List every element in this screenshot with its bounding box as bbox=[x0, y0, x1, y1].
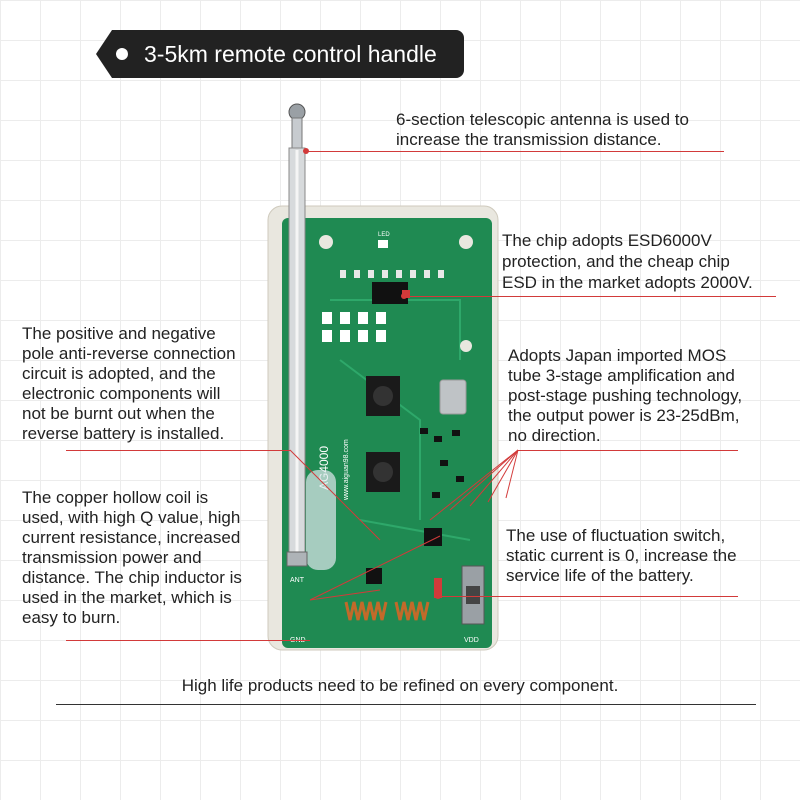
note-chip: The chip adopts ESD6000V protection, and… bbox=[502, 230, 753, 293]
note-line: increase the transmission distance. bbox=[396, 130, 662, 149]
note-line: Adopts Japan imported MOS bbox=[508, 346, 727, 365]
vdd-label: VDD bbox=[464, 637, 479, 644]
polarity-pointer-line bbox=[66, 450, 290, 451]
mos-pointer-line bbox=[518, 450, 738, 451]
title-badge: 3-5km remote control handle bbox=[96, 30, 464, 78]
bullet-dot-icon bbox=[116, 48, 128, 60]
chip-pointer-line bbox=[404, 296, 776, 297]
note-line: tube 3-stage amplification and bbox=[508, 366, 735, 385]
note-line: electronic components will bbox=[22, 384, 221, 403]
note-line: ESD in the market adopts 2000V. bbox=[502, 273, 753, 292]
note-line: no direction. bbox=[508, 426, 601, 445]
footer-text: High life products need to be refined on… bbox=[181, 676, 619, 695]
note-line: The positive and negative bbox=[22, 324, 216, 343]
note-line: not be burnt out when the bbox=[22, 404, 215, 423]
title-text: 3-5km remote control handle bbox=[144, 40, 437, 67]
note-switch: The use of fluctuation switch, static cu… bbox=[506, 526, 737, 586]
ant-label: ANT bbox=[290, 577, 305, 584]
note-antenna: 6-section telescopic antenna is used to … bbox=[396, 110, 689, 150]
board-url: www.aiguan98.com bbox=[343, 439, 350, 501]
ic-chip bbox=[372, 282, 408, 304]
copper-coil bbox=[344, 601, 430, 621]
note-line: distance. The chip inductor is bbox=[22, 568, 242, 587]
led-label: LED bbox=[378, 232, 390, 238]
note-line: used in the market, which is bbox=[22, 588, 232, 607]
note-line: service life of the battery. bbox=[506, 566, 694, 585]
note-line: 6-section telescopic antenna is used to bbox=[396, 110, 689, 129]
note-polarity: The positive and negative pole anti-reve… bbox=[22, 324, 236, 444]
note-line: the output power is 23-25dBm, bbox=[508, 406, 740, 425]
note-line: transmission power and bbox=[22, 548, 202, 567]
switch-pointer-line bbox=[438, 596, 738, 597]
note-line: used, with high Q value, high bbox=[22, 508, 241, 527]
note-line: The chip adopts ESD6000V bbox=[502, 231, 712, 250]
telescopic-antenna bbox=[286, 103, 308, 567]
coil-pointer-line bbox=[66, 640, 310, 641]
note-line: easy to burn. bbox=[22, 608, 121, 627]
note-line: The use of fluctuation switch, bbox=[506, 526, 726, 545]
note-line: circuit is adopted, and the bbox=[22, 364, 216, 383]
note-line: current resistance, increased bbox=[22, 528, 241, 547]
note-coil: The copper hollow coil is used, with hig… bbox=[22, 488, 242, 628]
note-line: static current is 0, increase the bbox=[506, 546, 737, 565]
note-mos: Adopts Japan imported MOS tube 3-stage a… bbox=[508, 346, 742, 446]
note-line: reverse battery is installed. bbox=[22, 424, 225, 443]
crystal-oscillator bbox=[439, 379, 467, 415]
footer-divider bbox=[56, 704, 756, 705]
antenna-pointer-line bbox=[306, 151, 724, 152]
note-line: pole anti-reverse connection bbox=[22, 344, 236, 363]
note-line: protection, and the cheap chip bbox=[502, 252, 730, 271]
note-line: post-stage pushing technology, bbox=[508, 386, 743, 405]
note-line: The copper hollow coil is bbox=[22, 488, 209, 507]
